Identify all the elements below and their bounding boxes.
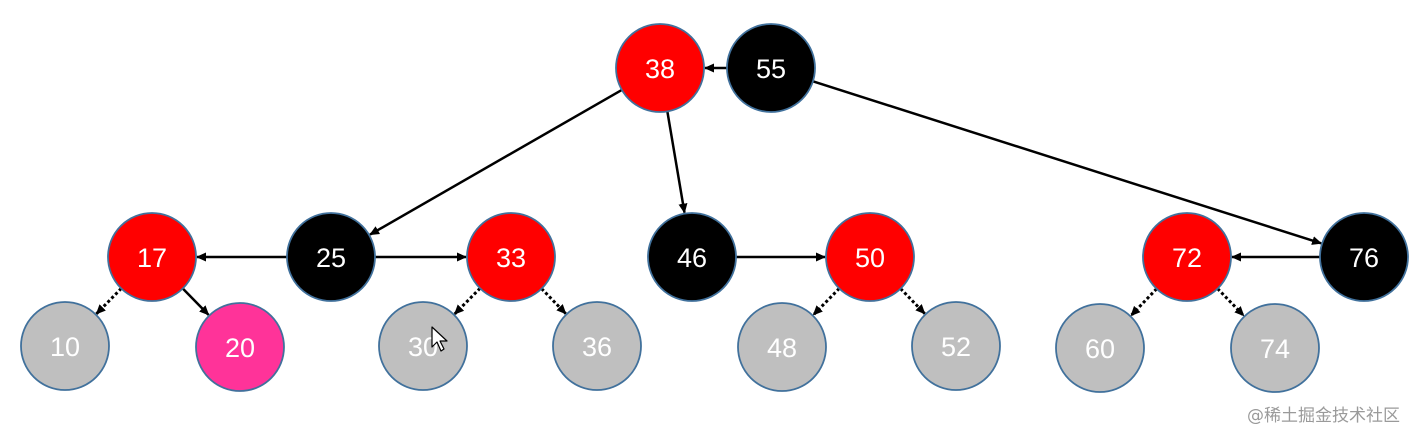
edge-17-to-10 xyxy=(95,287,123,315)
node-label: 10 xyxy=(50,332,80,362)
node-circle xyxy=(615,23,705,113)
tree-node-20: 20 xyxy=(195,302,285,392)
node-circle xyxy=(726,23,816,113)
tree-node-50: 50 xyxy=(825,212,915,302)
node-label: 33 xyxy=(496,243,526,273)
node-circle xyxy=(647,212,737,302)
node-circle xyxy=(466,212,556,302)
node-label: 72 xyxy=(1172,243,1202,273)
edge-17-to-20 xyxy=(181,287,210,316)
node-circle xyxy=(20,301,110,391)
edge-72-to-74 xyxy=(1216,287,1245,317)
node-circle xyxy=(107,212,197,302)
mouse-cursor-icon xyxy=(431,326,448,352)
tree-node-10: 10 xyxy=(20,301,110,391)
node-label: 50 xyxy=(855,243,885,273)
node-label: 52 xyxy=(941,332,971,362)
node-circle xyxy=(286,212,376,302)
tree-node-36: 36 xyxy=(552,301,642,391)
node-circle xyxy=(552,301,642,391)
node-circle xyxy=(825,212,915,302)
tree-node-46: 46 xyxy=(647,212,737,302)
tree-node-30: 30 xyxy=(378,301,468,391)
tree-node-52: 52 xyxy=(911,301,1001,391)
tree-node-17: 17 xyxy=(107,212,197,302)
edge-layer xyxy=(95,63,1323,317)
tree-node-48: 48 xyxy=(737,302,827,392)
node-label: 20 xyxy=(225,333,255,363)
tree-node-60: 60 xyxy=(1055,303,1145,393)
node-layer: 38 55 17 25 33 46 50 72 76 10 20 30 36 48 52 60 74 xyxy=(20,23,1409,393)
node-circle xyxy=(1319,212,1409,302)
node-label: 76 xyxy=(1349,243,1379,273)
tree-node-72: 72 xyxy=(1142,212,1232,302)
node-circle xyxy=(737,302,827,392)
edge-38-to-25 xyxy=(369,88,623,236)
node-circle xyxy=(195,302,285,392)
node-label: 74 xyxy=(1260,334,1290,364)
edge-72-to-60 xyxy=(1130,287,1158,317)
node-circle xyxy=(1230,303,1320,393)
tree-node-33: 33 xyxy=(466,212,556,302)
node-label: 48 xyxy=(767,333,797,363)
node-label: 46 xyxy=(677,243,707,273)
tree-node-74: 74 xyxy=(1230,303,1320,393)
tree-node-38: 38 xyxy=(615,23,705,113)
edge-33-to-30 xyxy=(453,287,482,316)
node-circle xyxy=(1142,212,1232,302)
node-circle xyxy=(911,301,1001,391)
node-label: 38 xyxy=(645,54,675,84)
watermark: @稀土掘金技术社区 xyxy=(1247,406,1400,426)
node-circle xyxy=(1055,303,1145,393)
edge-55-to-76 xyxy=(812,80,1323,245)
tree-node-76: 76 xyxy=(1319,212,1409,302)
node-label: 17 xyxy=(137,243,167,273)
node-label: 55 xyxy=(756,54,786,84)
edge-33-to-36 xyxy=(540,287,567,315)
edge-50-to-52 xyxy=(899,287,926,315)
node-label: 60 xyxy=(1085,334,1115,364)
tree-node-55: 55 xyxy=(726,23,816,113)
node-circle xyxy=(378,301,468,391)
tree-node-25: 25 xyxy=(286,212,376,302)
edge-50-to-48 xyxy=(812,287,841,316)
node-label: 36 xyxy=(582,332,612,362)
edge-38-to-46 xyxy=(666,111,688,214)
node-label: 25 xyxy=(316,243,346,273)
